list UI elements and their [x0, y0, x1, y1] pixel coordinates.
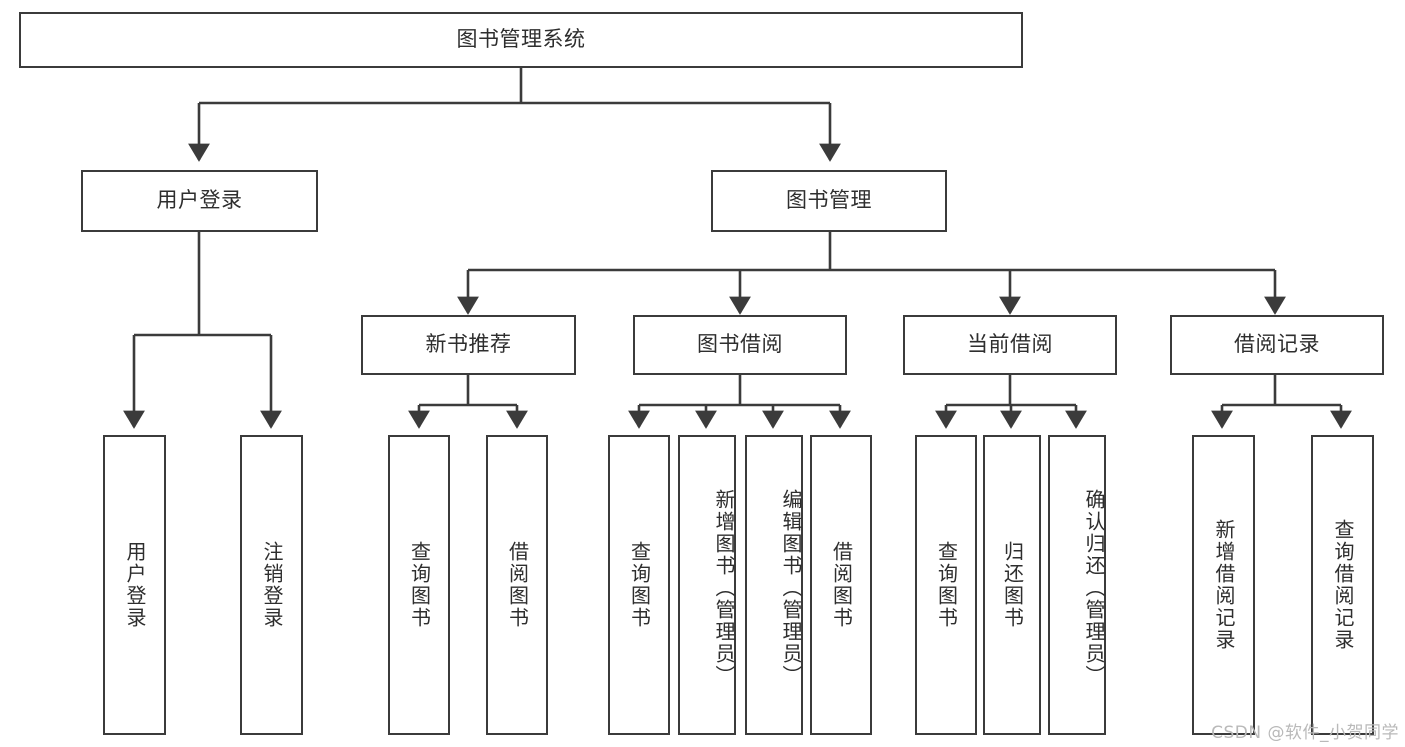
leaf-user-login-logout[interactable]: 注销登录 — [240, 435, 303, 735]
leaf-borrow-add-book[interactable]: 新增图书（管理员） — [678, 435, 736, 735]
node-label: 图书借阅 — [697, 332, 783, 357]
node-label: 当前借阅 — [967, 332, 1053, 357]
node-label: 查询借阅记录 — [1331, 519, 1355, 651]
node-label: 借阅记录 — [1234, 332, 1320, 357]
node-label: 确认归还（管理员） — [1082, 489, 1106, 687]
leaf-current-confirm-return[interactable]: 确认归还（管理员） — [1048, 435, 1106, 735]
node-label: 用户登录 — [156, 188, 243, 213]
leaf-record-query-record[interactable]: 查询借阅记录 — [1311, 435, 1374, 735]
node-label: 新增图书（管理员） — [712, 489, 736, 687]
leaf-borrow-edit-book[interactable]: 编辑图书（管理员） — [745, 435, 803, 735]
node-label: 编辑图书（管理员） — [779, 489, 803, 687]
node-book-borrow[interactable]: 图书借阅 — [633, 315, 847, 375]
node-label: 查询图书 — [627, 541, 652, 629]
leaf-recommend-query-book[interactable]: 查询图书 — [388, 435, 450, 735]
node-label: 注销登录 — [260, 541, 284, 629]
node-label: 查询图书 — [934, 541, 959, 629]
leaf-record-add-record[interactable]: 新增借阅记录 — [1192, 435, 1255, 735]
node-label: 新书推荐 — [425, 332, 512, 357]
node-label: 借阅图书 — [505, 541, 530, 629]
node-book-management[interactable]: 图书管理 — [711, 170, 947, 232]
leaf-borrow-borrow-book[interactable]: 借阅图书 — [810, 435, 872, 735]
node-label: 查询图书 — [407, 541, 432, 629]
node-current-borrow[interactable]: 当前借阅 — [903, 315, 1117, 375]
node-label: 图书管理 — [786, 188, 872, 213]
leaf-current-query-book[interactable]: 查询图书 — [915, 435, 977, 735]
node-borrow-record[interactable]: 借阅记录 — [1170, 315, 1384, 375]
node-new-book-recommend[interactable]: 新书推荐 — [361, 315, 576, 375]
node-user-login[interactable]: 用户登录 — [81, 170, 318, 232]
node-label: 用户登录 — [123, 541, 147, 629]
node-label: 归还图书 — [1000, 541, 1025, 629]
leaf-user-login-login[interactable]: 用户登录 — [103, 435, 166, 735]
node-label: 图书管理系统 — [456, 27, 586, 52]
node-system-root[interactable]: 图书管理系统 — [19, 12, 1023, 68]
node-label: 借阅图书 — [829, 541, 854, 629]
leaf-borrow-query-book[interactable]: 查询图书 — [608, 435, 670, 735]
node-label: 新增借阅记录 — [1212, 519, 1236, 651]
leaf-recommend-borrow-book[interactable]: 借阅图书 — [486, 435, 548, 735]
leaf-current-return-book[interactable]: 归还图书 — [983, 435, 1041, 735]
